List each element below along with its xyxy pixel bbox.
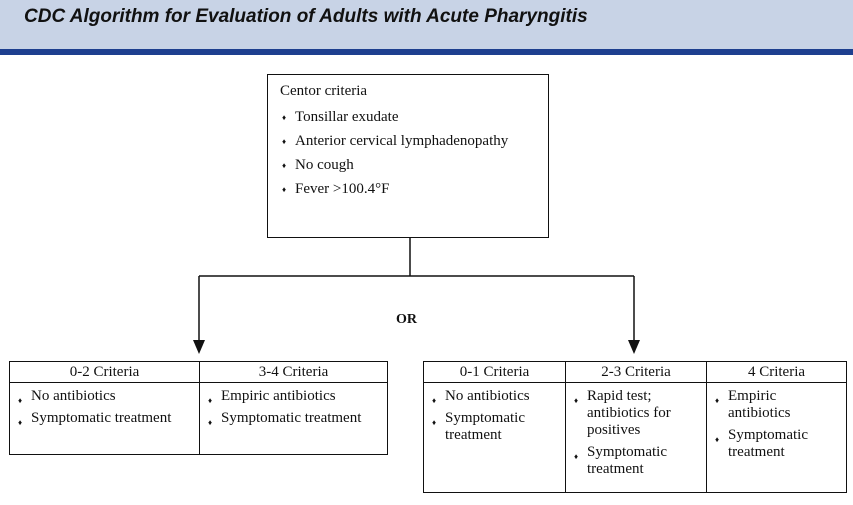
left-criteria-group: 0-2 Criteria No antibiotics Symptomatic … — [9, 361, 388, 455]
centor-item: No cough — [280, 157, 536, 174]
col-header: 3-4 Criteria — [200, 362, 387, 383]
header-banner: CDC Algorithm for Evaluation of Adults w… — [0, 0, 853, 55]
col-0-2-criteria: 0-2 Criteria No antibiotics Symptomatic … — [10, 362, 199, 454]
col-item: No antibiotics — [16, 388, 193, 409]
col-item: Rapid test; antibiotics for positives — [572, 388, 700, 439]
centor-list: Tonsillar exudate Anterior cervical lymp… — [280, 109, 536, 198]
col-item: Symptomatic treatment — [713, 427, 840, 461]
col-item: Symptomatic treatment — [430, 410, 559, 444]
header-divider — [0, 49, 853, 55]
col-3-4-criteria: 3-4 Criteria Empiric antibiotics Symptom… — [200, 362, 387, 454]
right-arrowhead — [628, 340, 640, 354]
right-criteria-group: 0-1 Criteria No antibiotics Symptomatic … — [423, 361, 847, 493]
centor-title: Centor criteria — [280, 83, 368, 99]
col-2-3-criteria: 2-3 Criteria Rapid test; antibiotics for… — [566, 362, 706, 492]
column-divider — [565, 362, 566, 492]
col-item: Empiric antibiotics — [713, 388, 840, 422]
col-0-1-criteria: 0-1 Criteria No antibiotics Symptomatic … — [424, 362, 565, 492]
col-header: 0-2 Criteria — [10, 362, 199, 383]
col-4-criteria: 4 Criteria Empiric antibiotics Symptomat… — [707, 362, 846, 492]
col-header: 4 Criteria — [707, 362, 846, 383]
column-divider — [706, 362, 707, 492]
centor-item: Anterior cervical lymphadenopathy — [280, 133, 536, 150]
col-header: 0-1 Criteria — [424, 362, 565, 383]
left-arrowhead — [193, 340, 205, 354]
col-item: No antibiotics — [430, 388, 559, 409]
col-item: Symptomatic treatment — [16, 410, 193, 431]
centor-item: Tonsillar exudate — [280, 109, 536, 126]
col-item: Symptomatic treatment — [572, 444, 700, 478]
col-item: Symptomatic treatment — [206, 410, 381, 431]
centor-item: Fever >100.4°F — [280, 181, 536, 198]
col-item: Empiric antibiotics — [206, 388, 381, 409]
centor-criteria-box: Centor criteria Tonsillar exudate Anteri… — [267, 74, 549, 238]
col-header: 2-3 Criteria — [566, 362, 706, 383]
or-label: OR — [396, 312, 417, 327]
column-divider — [199, 362, 200, 454]
page-title: CDC Algorithm for Evaluation of Adults w… — [24, 6, 588, 27]
